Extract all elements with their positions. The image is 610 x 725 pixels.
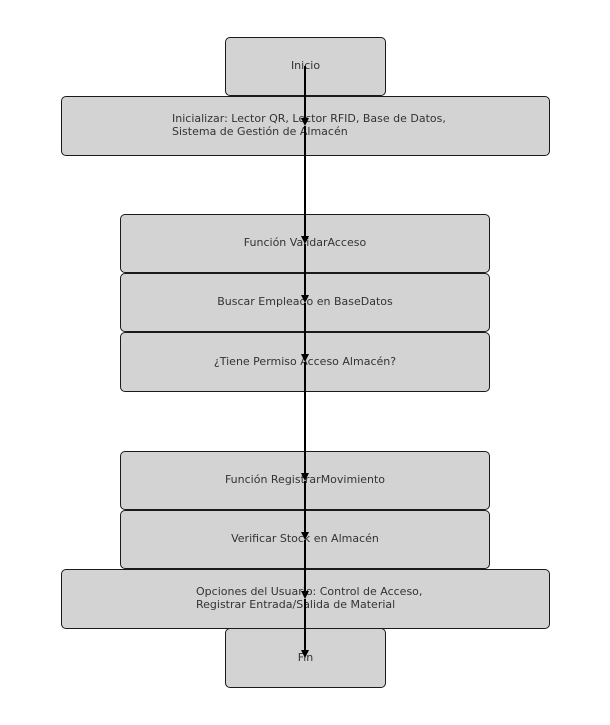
search-employee-label: Buscar Empleado en BaseDatos <box>217 295 393 309</box>
validate-function-label: Función ValidarAcceso <box>243 236 367 250</box>
start-node: Inicio <box>225 37 386 96</box>
user-options-node: Opciones del Usuario: Control de Acceso,… <box>61 569 550 629</box>
verify-stock-label: Verificar Stock en Almacén <box>231 532 379 546</box>
end-node-label: Fin <box>297 650 314 664</box>
start-node-label: Inicio <box>290 59 321 73</box>
init-node-label: Inicializar: Lector QR, Lector RFID, Bas… <box>172 112 446 138</box>
validate-function-node: Función ValidarAcceso <box>120 214 490 273</box>
search-employee-node: Buscar Empleado en BaseDatos <box>120 273 490 332</box>
verify-stock-node: Verificar Stock en Almacén <box>120 510 490 569</box>
user-options-label: Opciones del Usuario: Control de Acceso,… <box>196 585 423 611</box>
end-node: Fin <box>225 628 386 688</box>
register-function-label: Función RegistrarMovimiento <box>224 473 386 487</box>
init-node: Inicializar: Lector QR, Lector RFID, Bas… <box>61 96 550 156</box>
permission-check-label: ¿Tiene Permiso Acceso Almacén? <box>213 354 397 368</box>
register-function-node: Función RegistrarMovimiento <box>120 451 490 510</box>
permission-check-node: ¿Tiene Permiso Acceso Almacén? <box>120 332 490 392</box>
